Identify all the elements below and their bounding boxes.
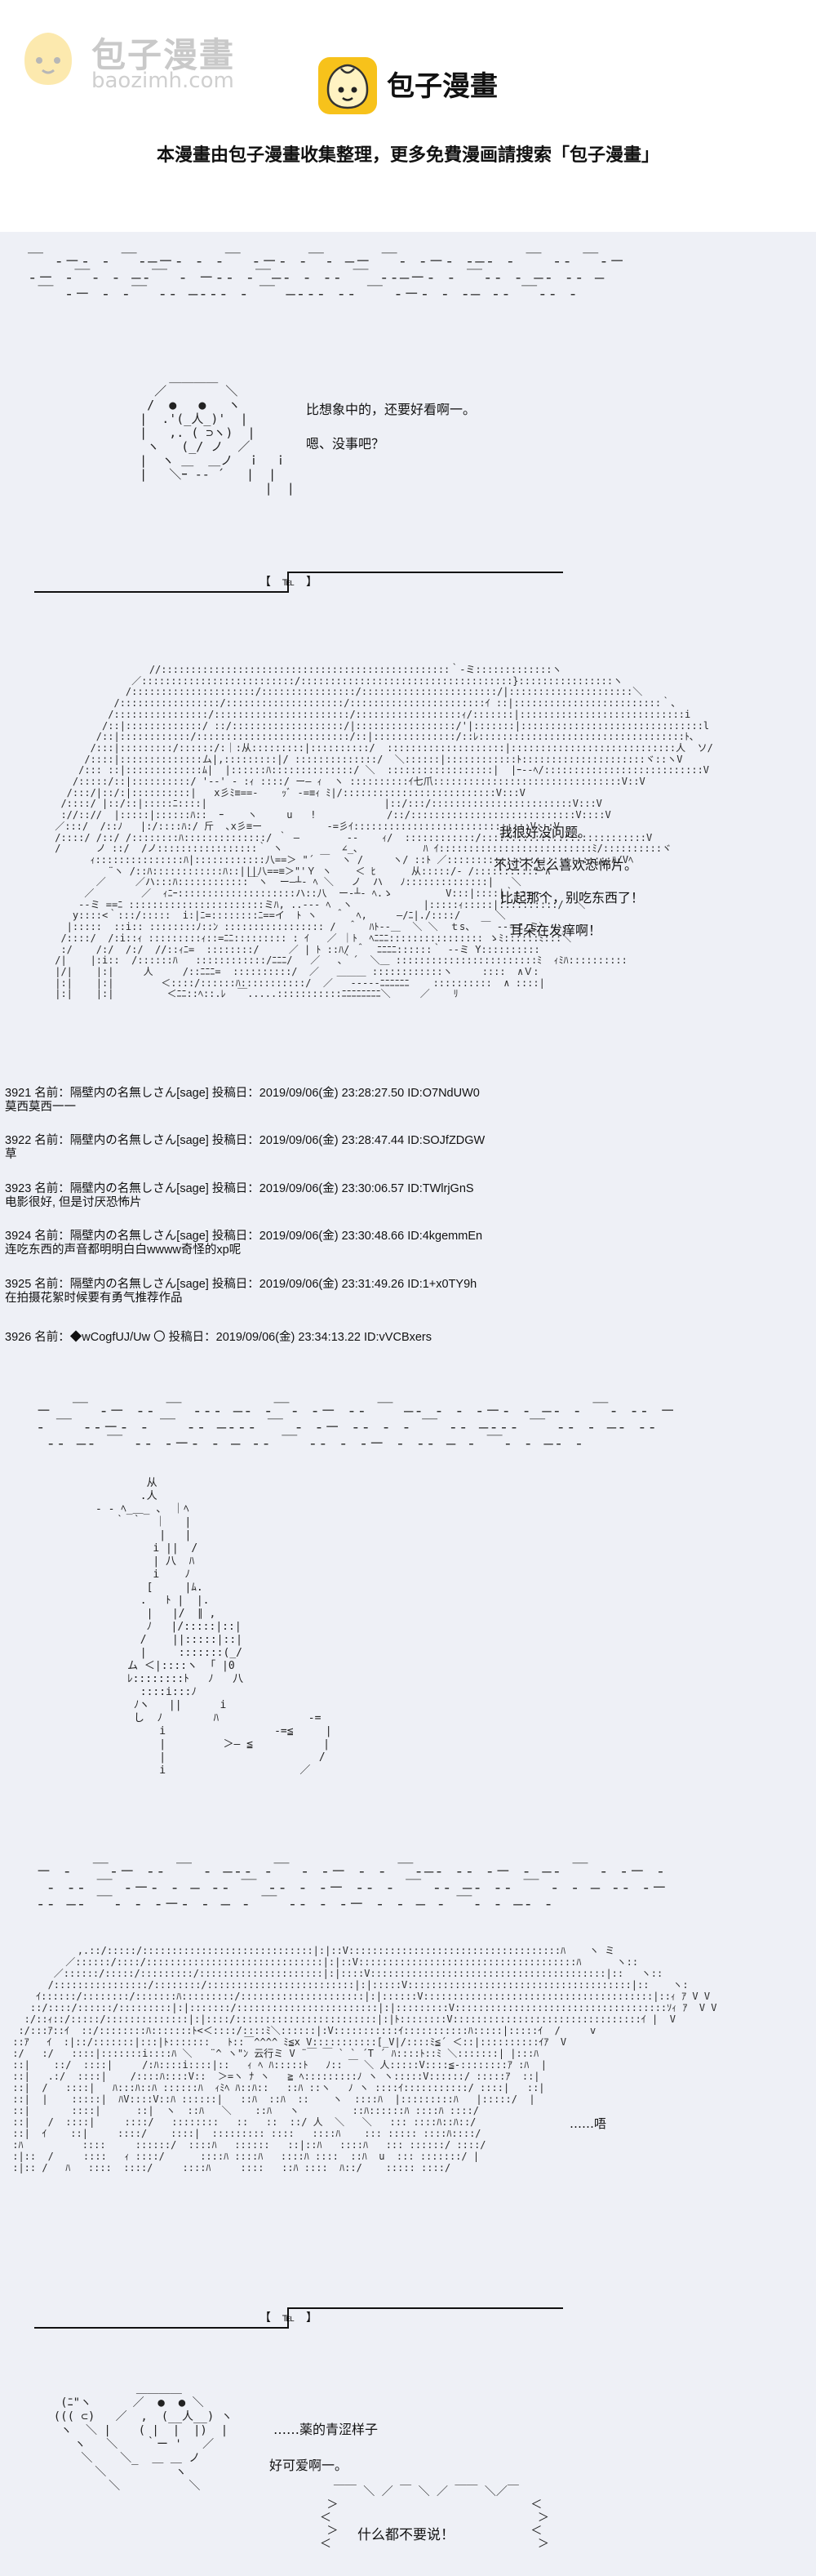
- watermark-url: baozimh.com: [91, 69, 234, 93]
- character-ascii-art: 从 .人 - ‐ ﾍ_＿_ 、 ｜ﾍ ｀ ｀ ｜ | | | i || / | …: [95, 1477, 332, 1777]
- tel-mark: 【 ℡ 】: [259, 2311, 318, 2325]
- content-panel: ￣ ‐－‐ ‐ ￣‐―－‐ ‐ ‐￣ ‐－‐ ‐￣‐ ―－ ￣‐ ‐－‐ ‐―‐…: [0, 232, 816, 2576]
- post-header: 3924 名前：隔壁内の名無しさん[sage] 投稿日：2019/09/06(金…: [5, 1230, 483, 1243]
- separator-line: [34, 591, 289, 593]
- dialogue-line: 比起那个，别吃东西了！: [500, 890, 645, 905]
- separator-line: [34, 2327, 289, 2329]
- character-ascii-art: //::::::::::::::::::::::::::::::::::::::…: [55, 664, 713, 1000]
- dialogue-line: 我很好没问题。: [499, 825, 592, 840]
- character-ascii-art: ,.::/:::::/:::::::::::::::::::::::::::::…: [12, 1945, 717, 2173]
- post-body: 草: [5, 1148, 17, 1161]
- post-body: 连吃东西的声音都明明白白wwww奇怪的xp呢: [5, 1244, 242, 1257]
- notice-text: 本漫畫由包子漫畫收集整理，更多免費漫画請搜索「包子漫畫」: [156, 145, 659, 166]
- brand-name: 包子漫畫: [387, 70, 498, 103]
- watermark-name: 包子漫畫: [91, 35, 236, 75]
- dialogue-line: 耳朵在发痒啊！: [510, 923, 602, 938]
- speech-bubble: ￣￣ ＼ ／ ￣ ＼ ／ ￣￣ ＼／￣ ＞ ＜ ＜ ＞ ＞ ＜ ＜ ＞: [320, 2485, 549, 2551]
- brand-logo-icon: [317, 56, 379, 116]
- post-header: 3923 名前：隔壁内の名無しさん[sage] 投稿日：2019/09/06(金…: [5, 1182, 474, 1195]
- post-body: 在拍摄花絮时候要有勇气推荐作品: [5, 1292, 183, 1305]
- speech-bubble-text: 什么都不要说！: [357, 2527, 455, 2543]
- dialogue-line: 比想象中的，还要好看啊一。: [306, 402, 477, 417]
- dialogue-line: ……薬的青涩样子: [273, 2422, 379, 2437]
- dashed-divider: － ‐ ￣‐－ ‐‐ ￣ ‐ ―‐‐ ‐￣ ‐ ‐－ ‐ ‐ ￣‐―‐ ‐‐ ‐…: [36, 1862, 668, 1913]
- watermark-logo-icon: [18, 28, 78, 90]
- dialogue-line: 嗯、没事吧？: [306, 436, 385, 452]
- character-ascii-art: ＿＿＿＿ (ﾆ"ヽ ／ ● ● ＼ ((( ⊂) ／ , (__人__) ヽ ヽ…: [53, 2382, 233, 2493]
- dialogue-line: 好可爱啊一。: [269, 2458, 348, 2473]
- post-header: 3925 名前：隔壁内の名無しさん[sage] 投稿日：2019/09/06(金…: [5, 1278, 477, 1291]
- separator-line: [287, 2307, 289, 2327]
- dashed-divider: ￣ ‐－‐ ‐ ￣‐―－‐ ‐ ‐￣ ‐－‐ ‐￣‐ ―－ ￣‐ ‐－‐ ‐―‐…: [28, 252, 626, 303]
- separator-line: [287, 572, 563, 573]
- separator-line: [287, 572, 289, 591]
- character-ascii-art: ＿＿＿＿ ／ ＼ / ● ● ヽ | .'(_人_)' | | ,. ( ⊃ヽ)…: [140, 370, 295, 496]
- post-body: 电影很好, 但是讨厌恐怖片: [5, 1196, 142, 1209]
- separator-line: [287, 2307, 563, 2309]
- dialogue-line: 不过不怎么喜欢恐怖片。: [494, 857, 638, 873]
- post-header: 3922 名前：隔壁内の名無しさん[sage] 投稿日：2019/09/06(金…: [5, 1134, 486, 1147]
- sound-effect: ……唔: [570, 2116, 607, 2131]
- post-header: 3921 名前：隔壁内の名無しさん[sage] 投稿日：2019/09/06(金…: [5, 1087, 480, 1100]
- post-body: 莫西莫西一一: [5, 1101, 76, 1114]
- dashed-divider: － ￣ ‐－ ‐‐ ￣ ‐‐‐ ―‐ ‐￣‐ ‐－ ‐‐ ￣ ―‐ ‐ ‐ ‐－…: [36, 1402, 676, 1453]
- post-header: 3926 名前：◆wCogfUJ/Uw 〇 投稿日：2019/09/06(金) …: [5, 1331, 432, 1344]
- tel-mark: 【 ℡ 】: [259, 576, 318, 589]
